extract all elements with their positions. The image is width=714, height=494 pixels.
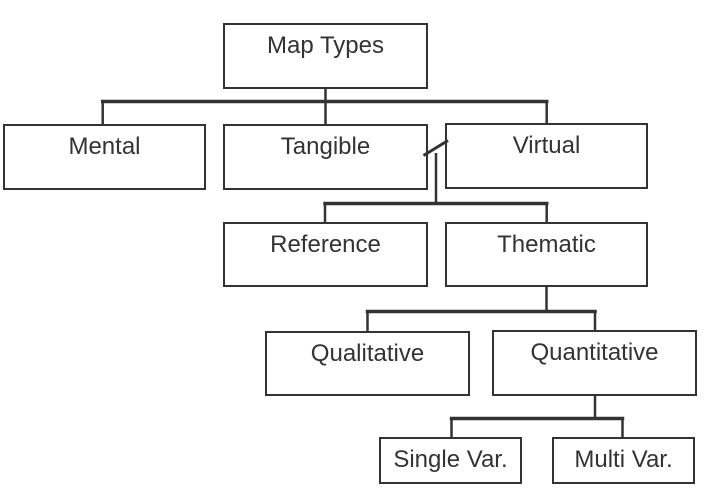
node-reference: Reference (223, 222, 428, 287)
node-thematic: Thematic (445, 222, 648, 287)
node-qualitative: Qualitative (265, 331, 470, 396)
node-virtual: Virtual (445, 123, 648, 189)
node-single-var: Single Var. (379, 437, 522, 484)
node-mental: Mental (3, 124, 206, 190)
node-map-types: Map Types (223, 23, 428, 89)
node-quantitative: Quantitative (492, 330, 697, 396)
node-multi-var: Multi Var. (552, 437, 695, 484)
node-tangible: Tangible (223, 124, 428, 190)
